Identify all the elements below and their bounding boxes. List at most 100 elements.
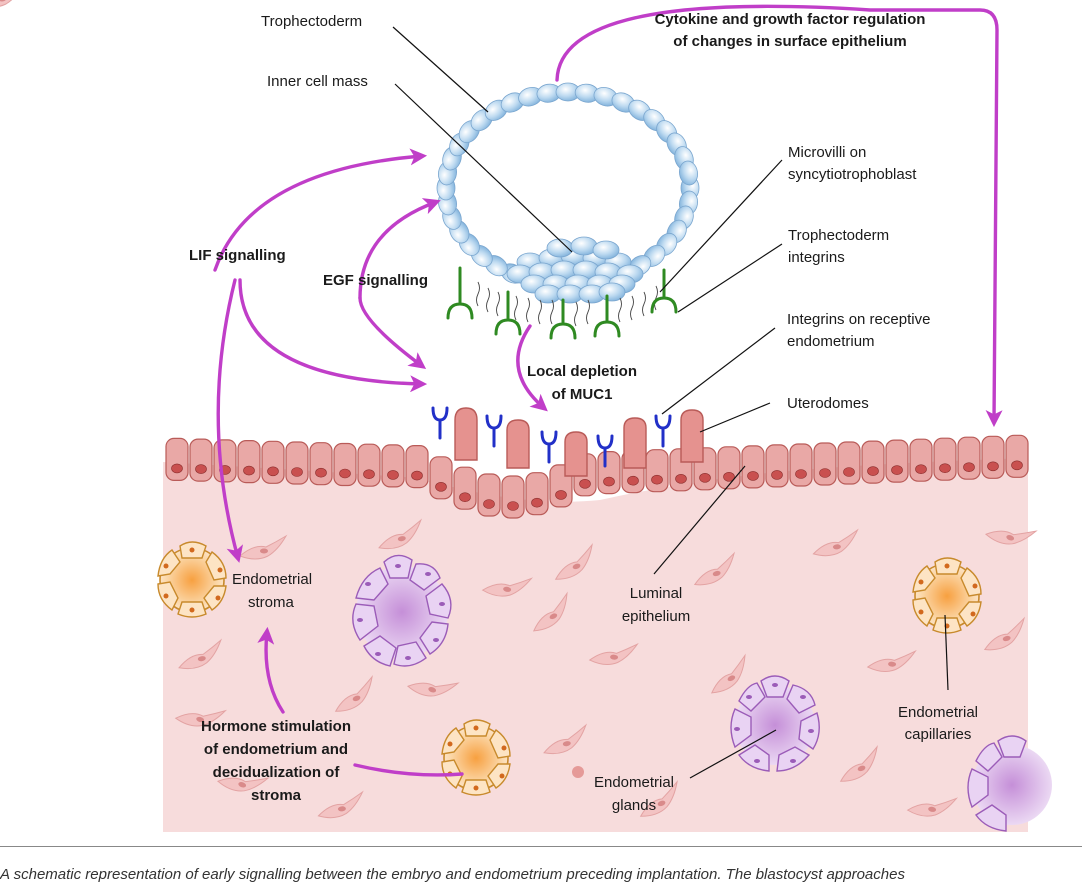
label-capillaries-line2: capillaries	[905, 726, 972, 743]
epithelial-cell	[597, 451, 621, 495]
epithelial-cell	[1005, 434, 1029, 478]
epithelial-cell	[789, 443, 813, 487]
label-troph-integrins-line2: integrins	[788, 249, 845, 266]
epithelial-cell	[837, 441, 861, 485]
inner-cell-mass-cells	[506, 236, 644, 304]
egf-arrow-blastocyst	[358, 198, 441, 300]
epithelial-nucleus	[315, 467, 327, 478]
epithelial-cell	[645, 449, 669, 493]
epithelial-nucleus	[267, 466, 279, 477]
epithelial-nucleus	[819, 468, 831, 478]
epithelial-cell	[717, 446, 741, 490]
label-glands-line2: glands	[612, 797, 656, 814]
epithelial-nucleus	[747, 471, 759, 481]
inner-cell-mass-cell	[592, 240, 620, 260]
trophectoderm-cell	[679, 160, 698, 186]
hormone-arrow-stroma	[257, 626, 285, 714]
epithelial-cell	[501, 475, 525, 519]
muc1-arrow	[516, 324, 548, 412]
label-luminal-line2: epithelium	[622, 608, 690, 625]
trophectoderm-cells	[436, 82, 700, 294]
epithelial-cell	[405, 445, 429, 489]
label-hormone-line3: decidualization of	[213, 764, 341, 781]
epithelial-nucleus	[387, 470, 399, 480]
inner-cell-mass-cell	[598, 282, 626, 302]
label-muc1-line2: of MUC1	[552, 386, 613, 403]
trophectoderm-integrins	[446, 266, 678, 340]
endometrial-capillary	[157, 541, 227, 618]
epithelial-cell	[237, 440, 261, 484]
epithelial-cell	[765, 444, 789, 488]
epithelial-cell	[261, 440, 285, 484]
epithelial-cell	[309, 442, 333, 486]
epithelial-nucleus	[915, 464, 927, 475]
blastocyst	[436, 82, 700, 304]
epithelial-cell	[933, 437, 957, 481]
epithelial-nucleus	[195, 464, 207, 474]
inner-cell-mass-cell	[546, 238, 574, 258]
microvilli	[476, 281, 658, 327]
epithelial-nucleus	[291, 467, 303, 477]
cytokine-arrow	[555, 4, 1003, 428]
epithelial-cell	[885, 439, 909, 483]
label-troph-integrins-line1: Trophectoderm	[788, 227, 889, 244]
epithelial-nucleus	[771, 470, 783, 480]
epithelial-cell	[381, 444, 405, 488]
epithelial-nucleus	[1011, 460, 1023, 471]
label-hormone-line4: stroma	[251, 787, 302, 804]
epithelial-nucleus	[699, 472, 711, 483]
endometrial-gland	[730, 675, 820, 772]
epithelial-nucleus	[867, 466, 879, 476]
hormone-arrow-capillary	[353, 763, 464, 777]
label-glands-line1: Endometrial	[594, 774, 674, 791]
label-microvilli-line1: Microvilli on	[788, 144, 866, 161]
luminal-epithelium	[165, 434, 1029, 519]
epithelial-cell	[741, 445, 765, 489]
lif-arrow-epithelium	[238, 278, 428, 393]
label-egf-signalling: EGF signalling	[323, 272, 428, 289]
epithelial-nucleus	[555, 490, 567, 500]
label-trophectoderm: Trophectoderm	[261, 13, 362, 30]
leader-lines	[392, 26, 949, 779]
labels: Trophectoderm Inner cell mass Cytokine a…	[189, 11, 978, 814]
label-cytokine-line2: of changes in surface epithelium	[673, 33, 906, 50]
epithelial-cell	[477, 473, 501, 517]
epithelial-nucleus	[435, 481, 447, 492]
epithelial-nucleus	[627, 475, 639, 486]
epithelial-nucleus	[843, 467, 855, 477]
endometrial-gland	[352, 554, 452, 667]
epithelial-nucleus	[891, 465, 903, 475]
epithelial-cell	[981, 435, 1005, 479]
epithelial-nucleus	[675, 473, 687, 484]
epithelial-cell	[333, 442, 357, 487]
lif-arrow-blastocyst	[213, 148, 428, 272]
epithelial-nucleus	[483, 499, 495, 509]
signalling-arrows	[213, 4, 1003, 777]
label-capillaries-line1: Endometrial	[898, 704, 978, 721]
egf-arrow-epithelium	[358, 296, 427, 370]
epithelial-cell	[861, 440, 885, 484]
epithelial-nucleus	[579, 478, 591, 489]
endometrial-capillary	[912, 557, 982, 634]
label-luminal-line1: Luminal	[630, 585, 683, 602]
epithelial-cell	[429, 456, 453, 500]
epithelial-cell	[213, 439, 237, 483]
epithelial-nucleus	[459, 492, 471, 503]
label-hormone-line1: Hormone stimulation	[201, 718, 351, 735]
implantation-diagram: Trophectoderm Inner cell mass Cytokine a…	[0, 0, 1052, 832]
epithelial-nucleus	[723, 471, 735, 482]
lif-arrow-stroma	[216, 278, 244, 563]
epithelial-cell	[357, 443, 381, 487]
epithelial-cell	[453, 466, 477, 510]
label-stroma-line2: stroma	[248, 594, 295, 611]
epithelial-cell	[957, 436, 981, 480]
epithelial-cell	[525, 472, 549, 516]
epithelial-nucleus	[363, 469, 375, 480]
epithelial-nucleus	[651, 474, 663, 485]
endometrial-integrins	[431, 406, 672, 468]
epithelial-nucleus	[411, 470, 423, 481]
epithelial-nucleus	[339, 468, 351, 479]
label-stroma-line1: Endometrial	[232, 571, 312, 588]
epithelial-cell	[189, 438, 213, 482]
epithelial-nucleus	[171, 463, 183, 474]
